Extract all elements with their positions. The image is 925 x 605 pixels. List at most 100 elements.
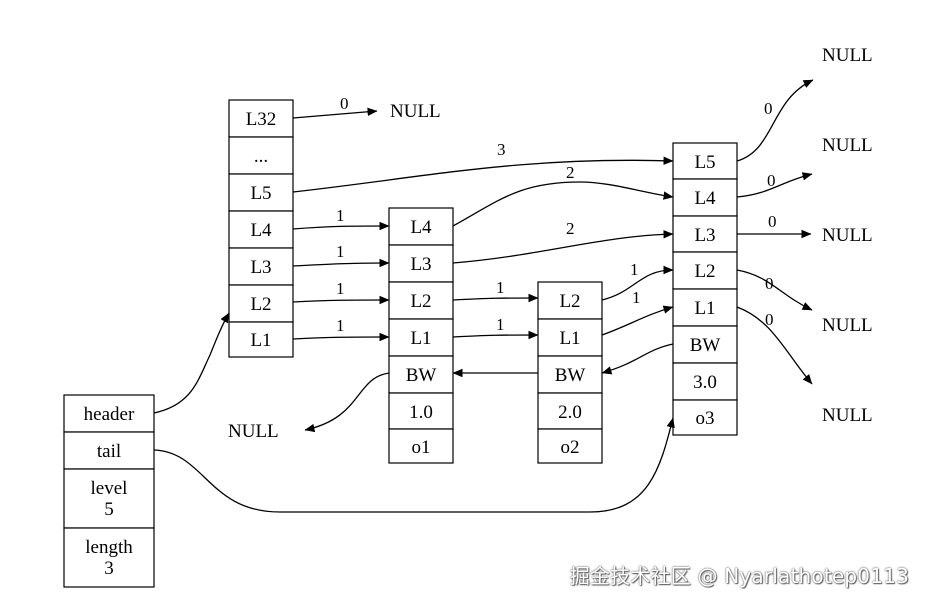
edge-o1-L2-o2-L2 (452, 293, 539, 303)
edge-o3-L1-null (736, 306, 813, 385)
span-head-L5: 3 (497, 140, 506, 159)
edge-o3-L2-null (736, 269, 813, 311)
span-head-L1: 1 (336, 316, 345, 335)
span-o3-L3: 0 (768, 212, 777, 231)
head-level-L1: L1 (228, 321, 294, 358)
null-o1-backward: NULL (228, 421, 279, 442)
head-level-L5: L5 (228, 173, 294, 212)
svg-text:L2: L2 (410, 291, 431, 312)
null-o3-L2: NULL (822, 315, 873, 336)
edge-tail-to-o3 (153, 417, 675, 513)
svg-text:L3: L3 (410, 254, 431, 275)
o1-level-L1: L1 (388, 318, 454, 357)
o3-obj: o3 (672, 399, 738, 436)
o1-level-L2: L2 (388, 281, 454, 320)
edge-o2-L2-o3-L2 (601, 265, 674, 301)
svg-text:...: ... (254, 146, 268, 167)
o3-score: 3.0 (672, 362, 738, 401)
span-o3-L2: 0 (765, 274, 774, 293)
span-labels: 0 3 1 1 1 1 2 2 1 1 1 1 0 0 0 0 0 (336, 94, 777, 335)
cell-line: 5 (104, 499, 114, 520)
svg-text:L5: L5 (250, 183, 271, 204)
edge-head-L2-o1-L2 (292, 295, 390, 305)
span-o1-L2: 1 (496, 278, 505, 297)
null-head-L32: NULL (390, 101, 441, 122)
head-level-L3: L3 (228, 247, 294, 286)
svg-text:2.0: 2.0 (558, 402, 582, 423)
span-head-L3: 1 (336, 242, 345, 261)
header-field: header (63, 394, 155, 433)
o3-level-L3: L3 (672, 215, 738, 253)
edge-o1-L3-o3-L3 (452, 230, 674, 264)
edge-head-L4-o1-L4 (292, 221, 390, 231)
span-o3-L4: 0 (767, 171, 776, 190)
null-o3-L3: NULL (822, 225, 873, 246)
svg-text:1.0: 1.0 (409, 402, 433, 423)
svg-text:L3: L3 (250, 257, 271, 278)
node-o3: L5 L4 L3 L2 L1 BW 3.0 o3 (672, 142, 738, 436)
o3-level-L5: L5 (672, 142, 738, 180)
span-o2-L2: 1 (630, 260, 639, 279)
svg-text:3.0: 3.0 (693, 372, 717, 393)
null-o3-L1: NULL (822, 405, 873, 426)
svg-text:L5: L5 (694, 152, 715, 173)
o2-backward: BW (537, 355, 603, 394)
o3-level-L2: L2 (672, 251, 738, 290)
head-level-ellipsis: ... (228, 136, 294, 175)
svg-text:L1: L1 (559, 328, 580, 349)
svg-text:BW: BW (406, 365, 437, 386)
span-o2-L1: 1 (632, 288, 641, 307)
o2-score: 2.0 (537, 392, 603, 430)
span-o3-L5: 0 (764, 99, 773, 118)
svg-text:L32: L32 (246, 109, 277, 130)
edge-o3-BW-o2-BW (601, 343, 674, 375)
o2-level-L1: L1 (537, 318, 603, 357)
span-head-L4: 1 (336, 206, 345, 225)
svg-text:L4: L4 (410, 217, 432, 238)
head-level-L2: L2 (228, 284, 294, 323)
o1-backward: BW (388, 355, 454, 394)
svg-text:BW: BW (690, 335, 721, 356)
node-o1: L4 L3 L2 L1 BW 1.0 o1 (388, 207, 454, 464)
cell-line: 3 (104, 558, 114, 579)
watermark: 掘金技术社区 @ Nyarlathotep0113 (569, 564, 909, 588)
o1-level-L3: L3 (388, 244, 454, 283)
head-level-L32: L32 (228, 99, 294, 138)
svg-text:L4: L4 (694, 188, 716, 209)
edge-header-to-head (153, 312, 230, 414)
span-o1-L4: 2 (566, 163, 575, 182)
head-level-L4: L4 (228, 210, 294, 249)
null-labels: NULL NULL NULL NULL NULL NULL NULL (228, 45, 873, 442)
svg-text:o2: o2 (561, 437, 580, 458)
span-o1-L1: 1 (496, 315, 505, 334)
svg-text:L4: L4 (250, 220, 272, 241)
o2-obj: o2 (537, 428, 603, 464)
null-o3-L4: NULL (822, 135, 873, 156)
null-o3-L5: NULL (822, 45, 873, 66)
tail-field: tail (63, 431, 155, 470)
edge-head-L3-o1-L3 (292, 258, 390, 268)
edge-head-L5-o3-L5 (292, 156, 674, 193)
o2-level-L2: L2 (537, 281, 603, 320)
span-head-L32: 0 (340, 94, 349, 113)
edge-o2-L1-o3-L1 (601, 305, 674, 336)
edge-o1-BW-null (304, 372, 390, 433)
edge-head-L32-null (292, 107, 378, 119)
o1-level-L4: L4 (388, 207, 454, 246)
o3-level-L1: L1 (672, 288, 738, 327)
o3-level-L4: L4 (672, 178, 738, 217)
node-o2: L2 L1 BW 2.0 o2 (537, 281, 603, 464)
svg-text:header: header (84, 404, 135, 425)
o1-score: 1.0 (388, 392, 454, 430)
svg-text:L2: L2 (250, 294, 271, 315)
head-node: L32 ... L5 L4 L3 L2 L1 (228, 99, 294, 358)
edge-o1-L1-o2-L1 (452, 330, 539, 340)
span-o1-L3: 2 (566, 219, 575, 238)
svg-text:L1: L1 (410, 328, 431, 349)
svg-text:BW: BW (555, 365, 586, 386)
